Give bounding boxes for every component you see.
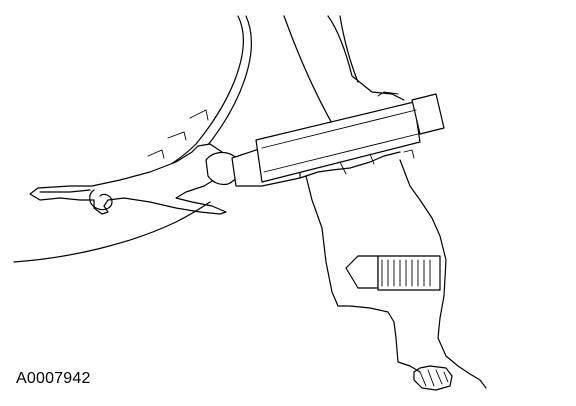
shoe-web	[29, 143, 229, 215]
wheel-cylinder-plug	[345, 255, 441, 291]
spring-retainer	[89, 189, 113, 211]
brake-shoe-inner-arc	[13, 201, 211, 263]
housing-step	[299, 151, 401, 179]
figure-code-label: A0007942	[16, 370, 91, 387]
shoe-end-tip	[39, 189, 91, 193]
backing-plate-right-edge	[399, 159, 487, 389]
backing-plate-base	[413, 365, 453, 391]
adjuster-tool	[231, 93, 445, 187]
backing-plate-lower	[305, 175, 421, 373]
housing-channel	[339, 153, 375, 175]
brake-shoe-lining-segments	[147, 109, 209, 159]
backing-plate-base-hatch	[419, 369, 449, 387]
backing-plate-notch	[377, 91, 415, 159]
